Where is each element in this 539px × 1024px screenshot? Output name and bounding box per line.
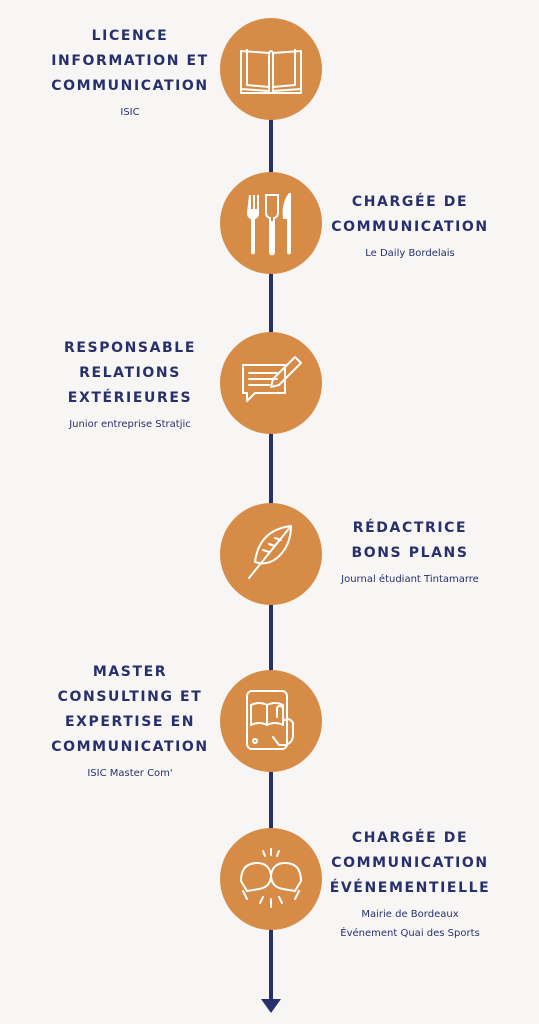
step-1-subtitle: ISIC (120, 107, 140, 118)
step-1-label: LICENCE INFORMATION ET COMMUNICATION ISI… (30, 24, 230, 122)
step-6-subtitle: Mairie de Bordeaux Événement Quai des Sp… (340, 909, 480, 939)
step-1-title: LICENCE INFORMATION ET COMMUNICATION (51, 28, 209, 94)
step-3-title: RESPONSABLE RELATIONS EXTÉRIEURES (64, 340, 196, 406)
step-2-label: CHARGÉE DE COMMUNICATION Le Daily Bordel… (310, 190, 510, 263)
boxing-gloves-icon (220, 828, 322, 930)
step-3-label: RESPONSABLE RELATIONS EXTÉRIEURES Junior… (30, 336, 230, 434)
step-4-title: RÉDACTRICE BONS PLANS (351, 520, 469, 561)
tablet-reading-icon (220, 670, 322, 772)
step-5-title: MASTER CONSULTING ET EXPERTISE EN COMMUN… (51, 664, 209, 755)
step-3-subtitle: Junior entreprise Stratjic (69, 419, 191, 430)
step-2-title: CHARGÉE DE COMMUNICATION (331, 194, 489, 235)
step-6-label: CHARGÉE DE COMMUNICATION ÉVÉNEMENTIELLE … (310, 826, 510, 943)
step-6-title: CHARGÉE DE COMMUNICATION ÉVÉNEMENTIELLE (329, 830, 491, 896)
open-book-icon (220, 18, 322, 120)
speech-bubble-pencil-icon (220, 332, 322, 434)
step-5-label: MASTER CONSULTING ET EXPERTISE EN COMMUN… (30, 660, 230, 783)
step-4-subtitle: Journal étudiant Tintamarre (341, 574, 479, 585)
timeline-arrow-icon (261, 999, 281, 1013)
cutlery-icon (220, 172, 322, 274)
step-2-subtitle: Le Daily Bordelais (365, 248, 455, 259)
feather-icon (220, 503, 322, 605)
step-4-label: RÉDACTRICE BONS PLANS Journal étudiant T… (310, 516, 510, 589)
step-5-subtitle: ISIC Master Com' (87, 768, 173, 779)
